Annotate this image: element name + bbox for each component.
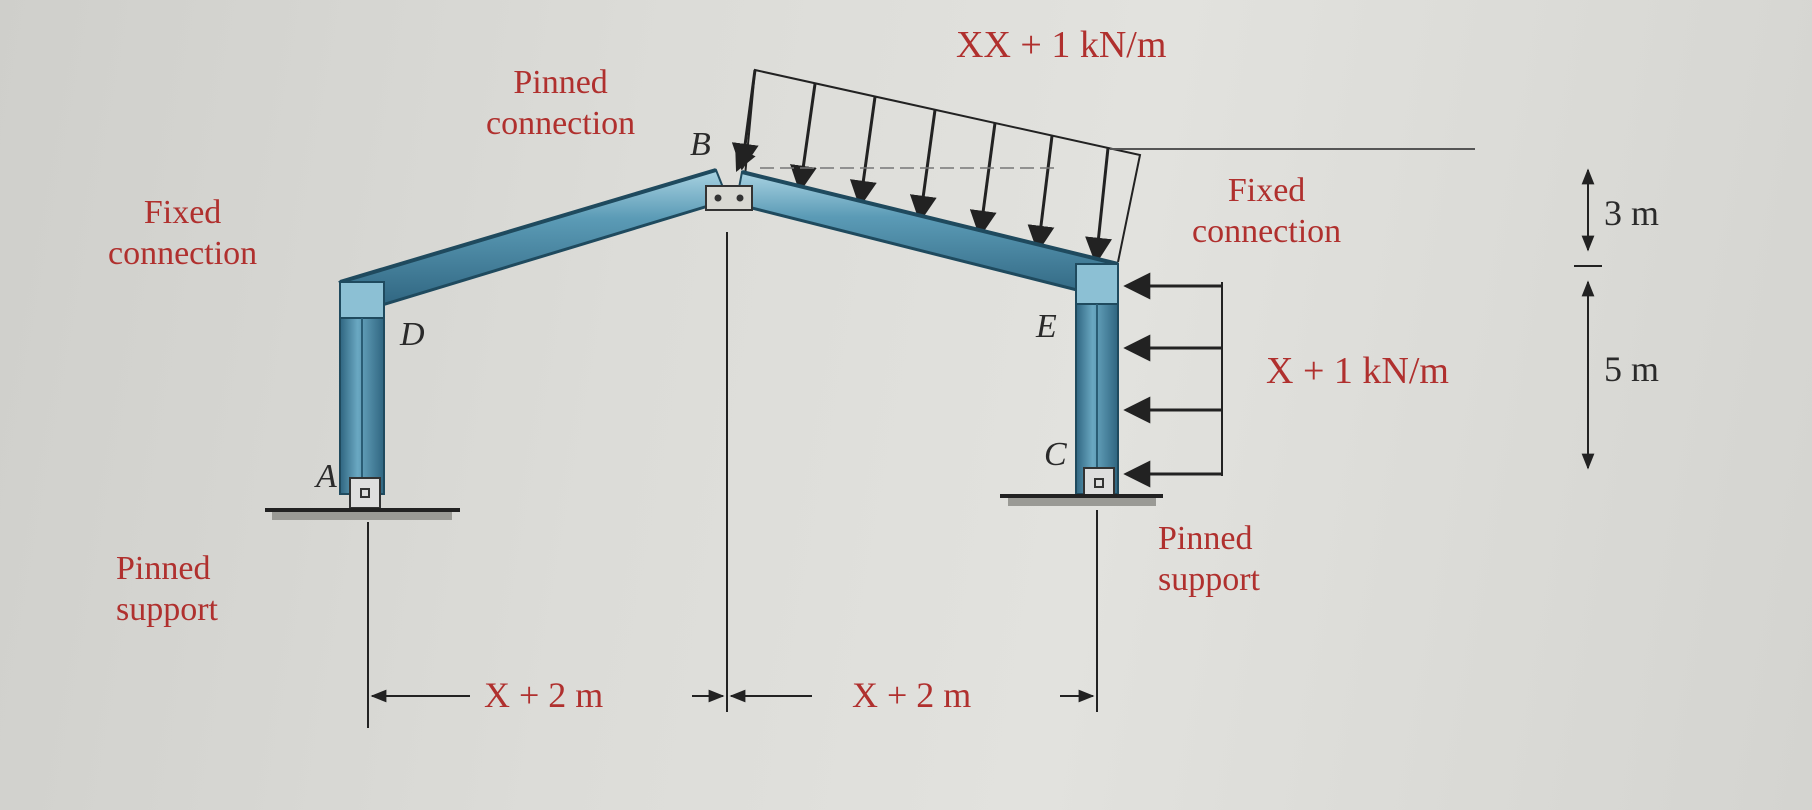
roof-load-envelope	[741, 68, 1142, 263]
left-rafter	[337, 168, 730, 310]
left-pinned-support	[265, 477, 460, 520]
rise-dimension-label: 3 m	[1604, 193, 1660, 233]
left-rafter-flange	[339, 168, 717, 284]
point-label-b: B	[690, 126, 711, 163]
roof-load-arrow	[1085, 147, 1112, 265]
right-rafter	[734, 170, 1119, 302]
wall-load	[1123, 272, 1223, 488]
right-pinned-support	[1000, 467, 1163, 506]
roof-load-label: XX + 1 kN/m	[956, 24, 1167, 66]
fixed-connection-right-line-2: connection	[1192, 213, 1342, 251]
fixed-connection-left-line-2: connection	[108, 235, 258, 273]
right-rafter-flange	[735, 202, 1086, 294]
apex-pin-bolt	[736, 194, 744, 202]
pinned-support-right-line-2: support	[1158, 561, 1260, 599]
left-rafter-flange	[371, 198, 729, 310]
point-label-e: E	[1036, 308, 1057, 345]
pinned-support-left-line-1: Pinned	[116, 550, 211, 587]
fixed-connection-right-label: Fixed connection	[1192, 170, 1341, 253]
span-right-label: X + 2 m	[852, 675, 972, 715]
fixed-connection-right-line-1: Fixed	[1227, 172, 1306, 209]
right-knee-plate	[1075, 263, 1119, 305]
roof-load-arrow	[909, 109, 937, 223]
pinned-support-right-line-1: Pinned	[1158, 520, 1253, 557]
apex-pointer-arrow	[735, 145, 756, 173]
right-rafter-flange	[741, 170, 1119, 266]
pinned-support-left-line-2: support	[116, 591, 218, 629]
fixed-connection-left-label: Fixed connection	[108, 192, 257, 275]
fixed-connection-left-line-1: Fixed	[143, 194, 222, 231]
column-dimension-label: 5 m	[1604, 349, 1660, 389]
point-label-d: D	[400, 316, 425, 353]
apex-pin-plate	[705, 185, 753, 211]
apex-pin-bolt	[714, 194, 722, 202]
wall-load-label: X + 1 kN/m	[1266, 350, 1449, 392]
pinned-connection-line-1: Pinned	[513, 64, 608, 101]
point-label-c: C	[1044, 436, 1067, 473]
roof-load-arrow	[790, 83, 817, 193]
span-left-label: X + 2 m	[484, 675, 604, 715]
pinned-connection-line-2: connection	[486, 105, 636, 143]
left-knee-plate	[339, 281, 385, 319]
roof-load	[731, 68, 1142, 265]
pinned-support-right-label: Pinned support	[1158, 518, 1260, 601]
pinned-connection-label: Pinned connection	[486, 62, 635, 145]
pinned-support-left-label: Pinned support	[116, 548, 218, 631]
point-label-a: A	[316, 458, 337, 495]
roof-load-arrow	[1027, 135, 1055, 253]
roof-load-arrow	[969, 122, 997, 238]
roof-load-arrow	[849, 96, 877, 208]
